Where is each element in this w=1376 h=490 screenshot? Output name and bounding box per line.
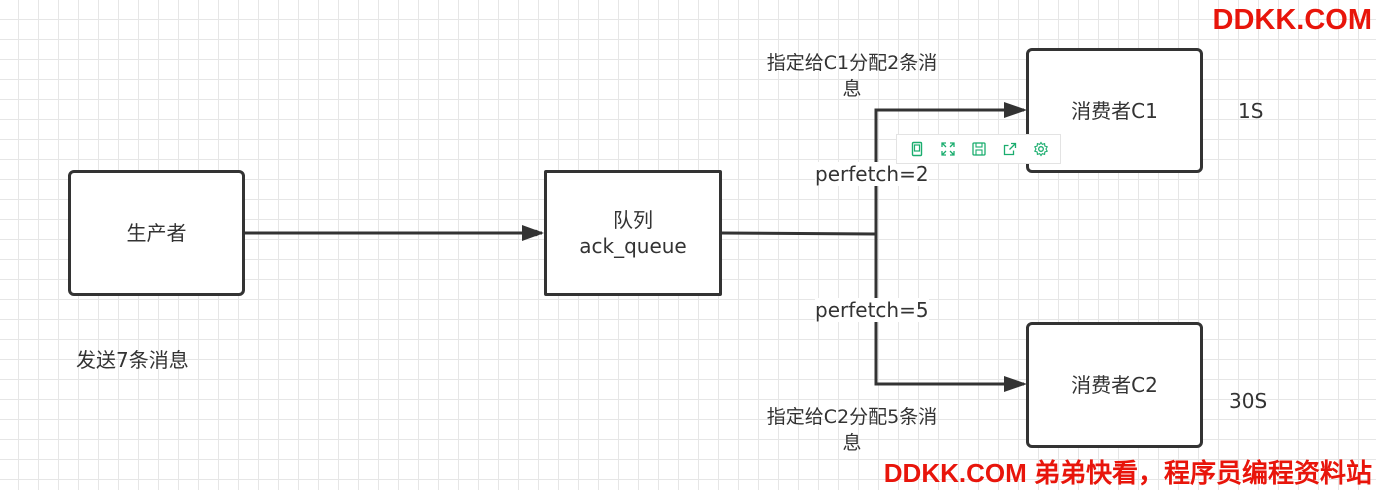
settings-icon: [1033, 141, 1048, 157]
c2-time-label: 30S: [1229, 389, 1268, 413]
consumer-c1-node[interactable]: 消费者C1: [1026, 48, 1203, 173]
c2-assign-label: 指定给C2分配5条消 息: [744, 404, 960, 456]
copy-button[interactable]: [906, 138, 928, 160]
fullscreen-button[interactable]: [937, 138, 959, 160]
producer-node[interactable]: 生产者: [68, 170, 245, 296]
c2-assign-line1: 指定给C2分配5条消: [766, 406, 938, 428]
share-icon: [1003, 142, 1016, 156]
arrowhead-queue: [522, 225, 544, 241]
consumer-c2-label: 消费者C2: [1071, 373, 1158, 397]
copy-icon: [911, 141, 922, 157]
watermark-bottom: DDKK.COM 弟弟快看，程序员编程资料站: [883, 458, 1372, 488]
share-button[interactable]: [999, 138, 1021, 160]
send-label: 发送7条消息: [76, 348, 189, 372]
queue-node[interactable]: 队列 ack_queue: [544, 170, 722, 296]
arrowhead-c1: [1004, 102, 1027, 118]
c1-assign-line1: 指定给C1分配2条消: [766, 52, 938, 74]
queue-label-line1: 队列: [613, 208, 653, 232]
save-button[interactable]: [968, 138, 990, 160]
c1-assign-label: 指定给C1分配2条消 息: [744, 50, 960, 102]
c2-assign-line2: 息: [842, 432, 862, 454]
c1-time-label: 1S: [1238, 99, 1264, 123]
save-icon: [971, 142, 986, 156]
producer-label: 生产者: [126, 221, 187, 245]
edge-split-c1: [874, 108, 1024, 234]
prefetch-c2-label: perfetch=5: [815, 298, 929, 322]
arrowhead-c2: [1004, 376, 1027, 392]
prefetch-c1-label: perfetch=2: [815, 162, 929, 186]
image-toolbar: [896, 134, 1061, 164]
settings-button[interactable]: [1030, 138, 1052, 160]
edge-split-c2: [874, 234, 1024, 386]
edge-queue-split: [720, 231, 877, 236]
queue-label-line2: ack_queue: [579, 234, 687, 258]
consumer-c1-label: 消费者C1: [1071, 98, 1158, 123]
fullscreen-icon: [940, 142, 955, 156]
consumer-c2-node[interactable]: 消费者C2: [1026, 322, 1203, 448]
c1-assign-line2: 息: [842, 78, 862, 100]
watermark-top: DDKK.COM: [1212, 4, 1373, 36]
